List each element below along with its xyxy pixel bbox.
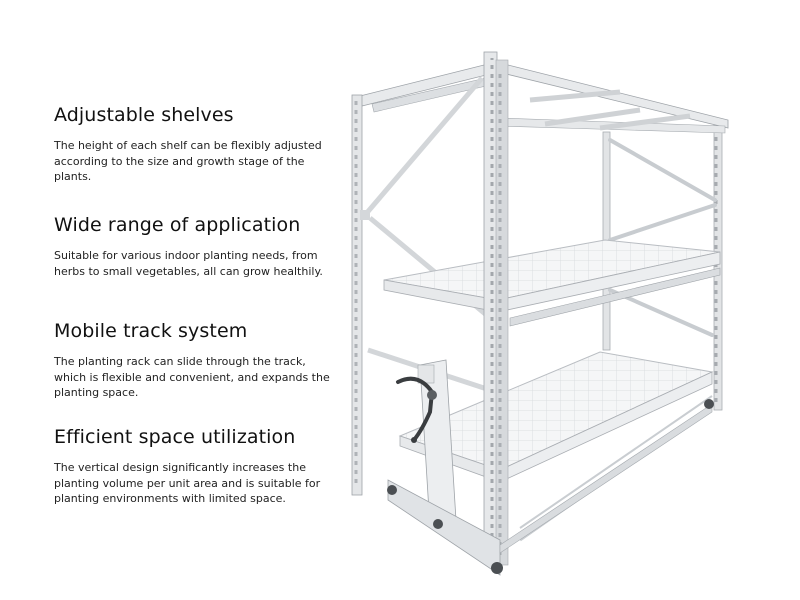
- feature-adjustable-shelves: Adjustable shelves The height of each sh…: [54, 104, 334, 185]
- feature-description: The planting rack can slide through the …: [54, 355, 330, 399]
- feature-description: Suitable for various indoor planting nee…: [54, 249, 323, 278]
- wheel-icon: [491, 562, 503, 574]
- feature-title: Adjustable shelves: [54, 104, 234, 126]
- feature-space-utilization: Efficient space utilization The vertical…: [54, 426, 334, 507]
- back-bracing: [608, 138, 717, 337]
- wheel-icon: [433, 519, 443, 529]
- feature-description: The height of each shelf can be flexibly…: [54, 139, 322, 183]
- hand-crank-drive-icon: [396, 359, 457, 529]
- top-frame: [359, 61, 729, 134]
- left-frame: [351, 76, 492, 496]
- planting-rack-image: [351, 51, 729, 576]
- middle-shelf-tray: [383, 239, 721, 327]
- feature-wide-application: Wide range of application Suitable for v…: [54, 214, 334, 279]
- feature-title: Mobile track system: [54, 320, 248, 342]
- feature-title: Wide range of application: [54, 214, 301, 236]
- feature-mobile-track: Mobile track system The planting rack ca…: [54, 320, 334, 401]
- wheel-icon: [704, 399, 714, 409]
- feature-title: Efficient space utilization: [54, 426, 296, 448]
- front-post: [483, 51, 509, 566]
- base-rail: [387, 399, 714, 576]
- wheel-icon: [387, 485, 397, 495]
- feature-description: The vertical design significantly increa…: [54, 461, 321, 505]
